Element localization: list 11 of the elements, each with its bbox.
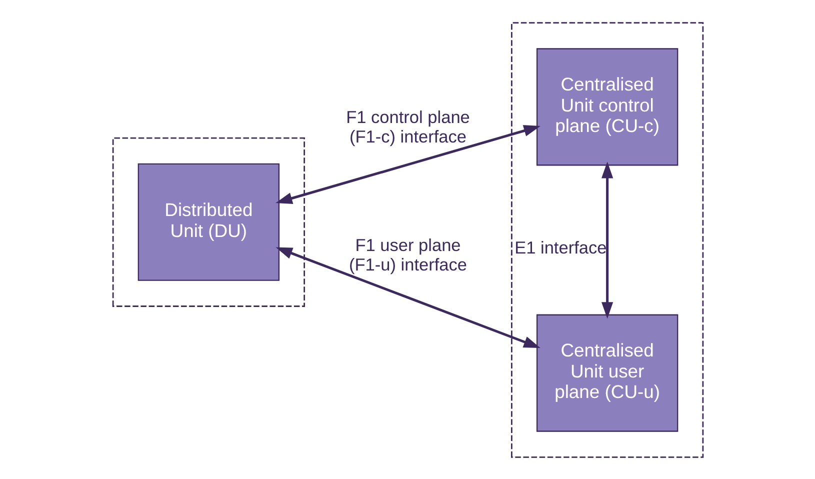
- arrow: [601, 161, 613, 318]
- cluster: [112, 136, 304, 306]
- node-box: Centralised Unit control plane (CU-c): [536, 48, 678, 166]
- cluster: [510, 22, 704, 458]
- node-box: Centralised Unit user plane (CU-u): [536, 314, 678, 432]
- arrow: [275, 124, 540, 204]
- edge-label: E1 interface: [514, 237, 606, 258]
- edge-label: F1 user plane (F1-u) interface: [348, 234, 467, 274]
- arrow: [275, 246, 540, 348]
- node-box: Distributed Unit (DU): [137, 162, 280, 280]
- edge-label: F1 control plane (F1-c) interface: [346, 106, 470, 146]
